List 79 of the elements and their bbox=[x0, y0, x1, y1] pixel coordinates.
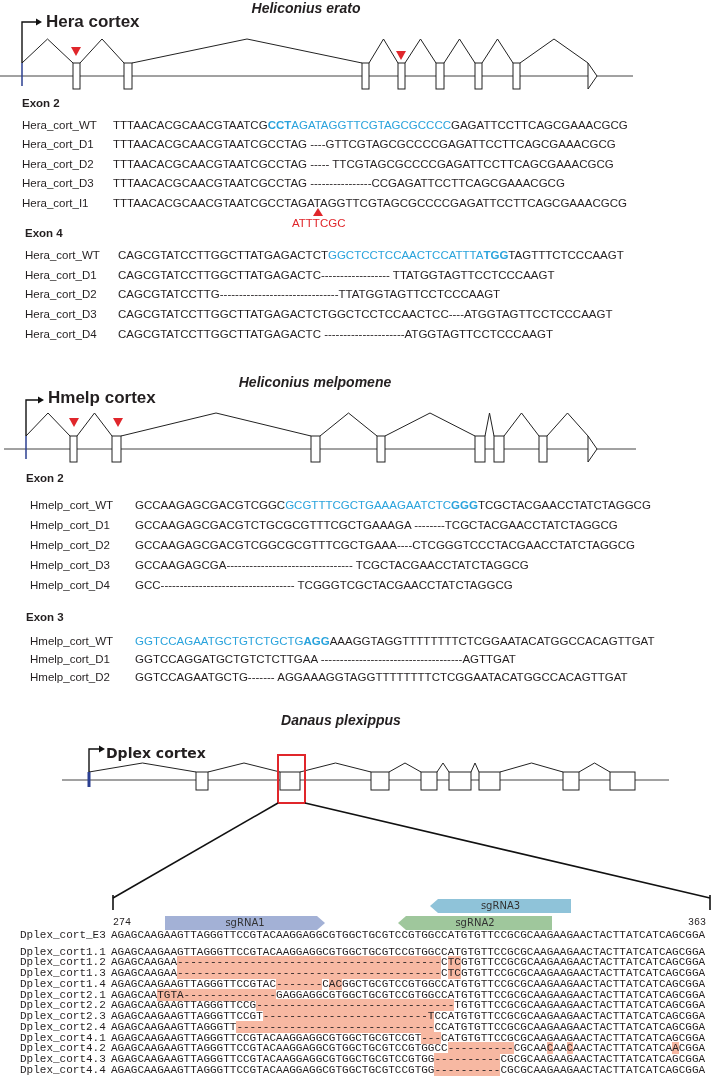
sample-name: Dplex_cort2.1 bbox=[20, 989, 107, 1001]
sample-name: Hera_cort_D1 bbox=[22, 137, 95, 152]
sample-name: Hmelp_cort_D1 bbox=[30, 652, 111, 666]
sample-name: Hera_cort_D1 bbox=[25, 267, 98, 282]
sample-name: Hmelp_cort_D2 bbox=[30, 538, 111, 552]
sequence-text: GGTCCAGGATGCTGTCTCTTGAA -------------------------------------AGTTGAT bbox=[135, 652, 516, 666]
sequence-text: AGAGCAAGAAGTTAGGGTTCCGTAC-------CACGGCTGCGTCCGTGGCCATGTGTTCCGCGCAAGAAGAACTACTTATCATCAGCGGA bbox=[111, 978, 706, 990]
sample-name: Hera_cort_D2 bbox=[25, 287, 98, 302]
exon-heading: Exon 2 bbox=[26, 471, 64, 485]
sample-name: Dplex_cort4.3 bbox=[20, 1054, 107, 1065]
sequence-text: CAGCGTATCCTTG-------------------------------TTATGGTAGTTCCTCCCAAGT bbox=[118, 287, 501, 302]
sgrna-label: sgRNA1 bbox=[225, 917, 265, 929]
sequence-text: GCC----------------------------------- TCGGGTCGCTACGAACCTATCTAGGCG bbox=[135, 578, 513, 592]
sequence-text: TTTAACACGCAACGTAATCGCCTAG ----------------CCGAGATTCCTTCAGCGAAACGCG bbox=[113, 176, 565, 191]
exon-heading: Exon 2 bbox=[22, 96, 60, 110]
sample-name: Dplex_cort4.1 bbox=[20, 1032, 107, 1044]
gene-name: Hmelp cortex bbox=[48, 388, 156, 408]
sequence-text: TTTAACACGCAACGTAATCGCCTAG ----GTTCGTAGCGCCCCGAGATTCCTTCAGCGAAACGCG bbox=[113, 137, 616, 152]
sequence-text: AGAGCAAGAAGTTAGGGTTCCGTACAAGGAGGCGTGGCTGCGTCCGT---CATGTGTTCCGCGCAAGAAGAACTACTTATCATCAGCGGA bbox=[111, 1032, 706, 1044]
sgrna-arrow bbox=[430, 899, 571, 913]
sequence-text: TTTAACACGCAACGTAATCGCCTAGATAGGTTCGTAGCGCCCCGAGATTCCTTCAGCGAAACGCG bbox=[113, 195, 627, 210]
sequence-text: CAGCGTATCCTTGGCTTATGAGACTCTGGCTCCTCCAACTCC----ATGGTAGTTCCTCCCAAGT bbox=[118, 307, 613, 322]
sequence-text: CAGCGTATCCTTGGCTTATGAGACTCTGGCTCCTCCAACTCCATTTATGGTAGTTTCTCCCAAGT bbox=[118, 247, 624, 262]
sequence-text: AGAGCAAGAAGTTAGGGTTCCGTACAAGGAGGCGTGGCTGCGTCCGTGGCCATGTGTTCCGCGCAAGAAGAACTACTTATCATCAGCGGA bbox=[111, 929, 706, 941]
sample-name: Hmelp_cort_D3 bbox=[30, 558, 111, 572]
sample-name: Dplex_cort1.1 bbox=[20, 946, 107, 958]
sequence-text: AGAGCAATGTA--------------GAGGAGGCGTGGCTGCGTCCGTGGCCATGTGTTCCGCGCAAGAAGAACTACTTATCATCAGCGGA bbox=[111, 989, 706, 1001]
sample-name: Dplex_cort1.2 bbox=[20, 957, 107, 968]
sample-name: Dplex_cort4.4 bbox=[20, 1064, 107, 1076]
sample-name: Hera_cort_D4 bbox=[25, 327, 98, 342]
sequence-text: AGAGCAAGAAGTTAGGGTTCCGTACAAGGAGGCGTGGCTGCGTCCGTGGCCATGTGTTCCGCGCAAGAAGAACTACTTATCATCAGCGGA bbox=[111, 946, 706, 958]
sequence-text: GCCAAGAGCGACGTCGGCGCGTTTCGCTGAAA----CTCGGGTCCCTACGAACCTATCTAGGCG bbox=[135, 538, 636, 552]
sequence-text: TTTAACACGCAACGTAATCGCCTAGATAGGTTCGTAGCGCCCCGAGATTCCTTCAGCGAAACGCG bbox=[113, 117, 628, 132]
sample-name: Hmelp_cort_D2 bbox=[30, 670, 111, 684]
exon-heading: Exon 4 bbox=[25, 226, 63, 240]
sgrna-label: sgRNA3 bbox=[480, 900, 521, 912]
sequence-text: GGTCCAGAATGCTGTCTGCTGAGGAAAGGTAGGTTTTTTTTCTCGGAATACATGGCCACAGTTGAT bbox=[135, 634, 655, 648]
sample-name: Hera_cort_WT bbox=[25, 247, 101, 262]
sample-name: Hera_cort_WT bbox=[22, 117, 98, 132]
sample-name: Dplex_cort2.3 bbox=[20, 1011, 107, 1022]
sample-name: Hera_cort_D2 bbox=[22, 156, 95, 171]
sample-name: Hmelp_cort_WT bbox=[30, 498, 115, 512]
sequence-text: AGAGCAAGAA----------------------------------------CTCGTGTTCCGCGCAAGAAGAACTACTTATCATCAGCGGA bbox=[111, 957, 706, 968]
sample-name: Hmelp_cort_WT bbox=[30, 634, 115, 648]
sequence-text: AGAGCAAGAAGTTAGGGTT------------------------------CCATGTGTTCCGCGCAAGAAGAACTACTTATCATCAGCGGA bbox=[111, 1021, 706, 1033]
inserted-sequence: ATTTCGC bbox=[292, 216, 346, 230]
position-number: 274 bbox=[113, 917, 131, 928]
sample-name: Hera_cort_D3 bbox=[25, 307, 98, 322]
sample-name: Dplex_cort2.2 bbox=[20, 1000, 107, 1011]
sequence-text: AGAGCAAGAAGTTAGGGTTCCGT-------------------------TCCATGTGTTCCGCGCAAGAAGAACTACTTATCATCAGCGGA bbox=[111, 1011, 706, 1022]
gene-name: Hera cortex bbox=[46, 12, 140, 32]
sequence-text: GCCAAGAGCGACGTCGGCGCGTTTCGCTGAAAGAATCTCGGGTCGCTACGAACCTATCTAGGCG bbox=[135, 498, 651, 512]
sequence-text: CAGCGTATCCTTGGCTTATGAGACTC------------------ TTATGGTAGTTCCTCCCAAGT bbox=[118, 267, 555, 282]
sample-name: Hera_cort_I1 bbox=[22, 195, 90, 210]
sequence-text: GCCAAGAGCGACGTCTGCGCGTTTCGCTGAAAGA --------TCGCTACGAACCTATCTAGGCG bbox=[135, 518, 618, 532]
sequence-text: GCCAAGAGCGA--------------------------------- TCGCTACGAACCTATCTAGGCG bbox=[135, 558, 529, 572]
sequence-text: AGAGCAAGAAGTTAGGGTTCCG------------------------------TGTGTTCCGCGCAAGAAGAACTACTTATCATCAGCGGA bbox=[111, 1000, 706, 1011]
sample-name: Dplex_cort_E3 bbox=[20, 929, 107, 941]
sequence-text: AGAGCAAGAAGTTAGGGTTCCGTACAAGGAGGCGTGGCTGCGTCCGTGG----------CGCGCAAGAAGAACTACTTATCATCAGCGGA bbox=[111, 1054, 706, 1065]
sample-name: Hera_cort_D3 bbox=[22, 176, 95, 191]
sample-name: Dplex_cort4.2 bbox=[20, 1043, 107, 1054]
gene-name: Dplex cortex bbox=[106, 745, 206, 762]
species-title: Heliconius melpomene bbox=[238, 374, 392, 391]
sample-name: Hmelp_cort_D4 bbox=[30, 578, 111, 592]
sequence-text: TTTAACACGCAACGTAATCGCCTAG ----- TTCGTAGCGCCCCGAGATTCCTTCAGCGAAACGCG bbox=[113, 156, 614, 171]
exon-heading: Exon 3 bbox=[26, 610, 64, 624]
sample-name: Dplex_cort1.3 bbox=[20, 968, 107, 979]
sequence-text: AGAGCAAGAA----------------------------------------CTCGTGTTCCGCGCAAGAAGAACTACTTATCATCAGCGGA bbox=[111, 968, 706, 979]
sequence-text: AGAGCAAGAAGTTAGGGTTCCGTACAAGGAGGCGTGGCTGCGTCCGTGGCC----------CGCAACAACAACTACTTATCATCAACGGA bbox=[111, 1043, 706, 1054]
species-title: Heliconius erato bbox=[251, 0, 361, 17]
sgrna-label: sgRNA2 bbox=[455, 917, 495, 929]
sample-name: Hmelp_cort_D1 bbox=[30, 518, 111, 532]
species-title: Danaus plexippus bbox=[281, 712, 401, 729]
sample-name: Dplex_cort2.4 bbox=[20, 1021, 107, 1033]
sequence-text: AGAGCAAGAAGTTAGGGTTCCGTACAAGGAGGCGTGGCTGCGTCCGTGG----------CGCGCAAGAAGAACTACTTATCATCAGCGGA bbox=[111, 1064, 706, 1076]
sequence-text: GGTCCAGAATGCTG------- AGGAAAGGTAGGTTTTTTTTCTCGGAATACATGGCCACAGTTGAT bbox=[135, 670, 628, 684]
sample-name: Dplex_cort1.4 bbox=[20, 978, 107, 990]
position-number: 363 bbox=[688, 917, 706, 928]
sequence-text: CAGCGTATCCTTGGCTTATGAGACTC ---------------------ATGGTAGTTCCTCCCAAGT bbox=[118, 327, 553, 342]
